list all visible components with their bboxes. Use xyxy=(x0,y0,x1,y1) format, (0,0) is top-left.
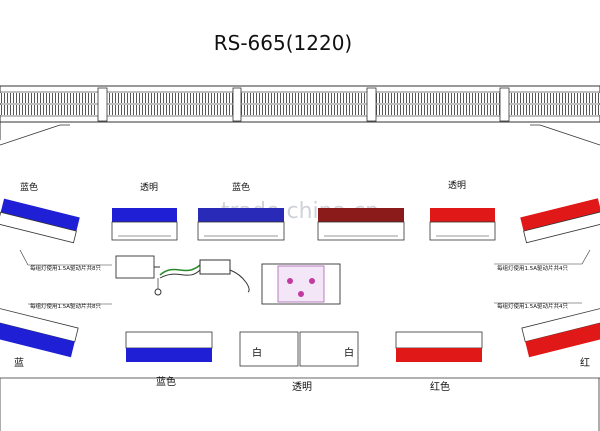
wiring-harness xyxy=(159,259,250,293)
label-upper-blue-mid: 蓝色 xyxy=(232,181,250,193)
control-board xyxy=(261,263,341,305)
label-lower-red: 红色 xyxy=(430,380,450,393)
diagram-title: RS-665(1220) xyxy=(214,31,353,55)
svg-text:每组灯使用1.5A驱动片共4只: 每组灯使用1.5A驱动片共4只 xyxy=(497,302,569,310)
led-module-upper-6 xyxy=(520,198,600,244)
led-module-upper-5 xyxy=(429,208,496,241)
label-upper-clear-left: 透明 xyxy=(140,182,158,193)
led-module-lower-3: 白 xyxy=(239,331,299,367)
led-module-lower-1 xyxy=(0,307,79,358)
led-module-upper-2 xyxy=(111,208,178,241)
light-bar-housing xyxy=(0,85,600,146)
base-outline xyxy=(0,377,600,431)
label-lower-blue: 蓝色 xyxy=(156,375,176,388)
note-left-top: 每组灯使用1.5A驱动片共8只 xyxy=(19,249,112,272)
svg-text:白: 白 xyxy=(252,346,262,359)
led-module-lower-6 xyxy=(521,307,600,358)
label-upper-blue-left: 蓝色 xyxy=(20,181,38,193)
label-lower-red-short: 红 xyxy=(580,356,590,369)
svg-text:每组灯使用1.5A驱动片共8只: 每组灯使用1.5A驱动片共8只 xyxy=(30,302,102,310)
label-lower-clear: 透明 xyxy=(292,381,312,393)
svg-text:每组灯使用1.5A驱动片共8只: 每组灯使用1.5A驱动片共8只 xyxy=(30,264,102,272)
svg-text:白: 白 xyxy=(344,346,354,359)
led-module-lower-2 xyxy=(125,331,213,362)
note-right-bottom: 每组灯使用1.5A驱动片共4只 xyxy=(494,302,582,310)
svg-text:每组灯使用1.5A驱动片共4只: 每组灯使用1.5A驱动片共4只 xyxy=(497,264,569,272)
note-right-top: 每组灯使用1.5A驱动片共4只 xyxy=(494,249,591,272)
led-module-upper-4 xyxy=(317,208,405,241)
led-module-lower-5 xyxy=(395,331,483,362)
led-module-lower-4: 白 xyxy=(299,331,359,367)
led-module-upper-3 xyxy=(197,208,285,241)
note-left-bottom: 每组灯使用1.5A驱动片共8只 xyxy=(28,302,112,310)
label-upper-clear-right: 透明 xyxy=(448,180,466,191)
label-lower-blue-short: 蓝 xyxy=(14,357,24,369)
power-box xyxy=(115,255,162,296)
led-module-upper-1 xyxy=(0,198,80,244)
